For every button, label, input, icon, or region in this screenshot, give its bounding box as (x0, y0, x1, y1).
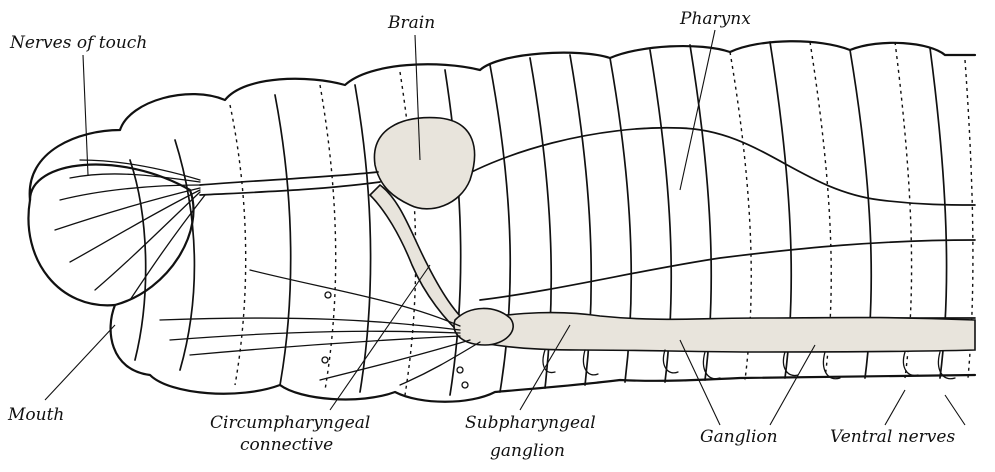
lower-nerve (190, 336, 460, 355)
segment-line-dashed (230, 105, 246, 385)
ventral-nerve-cord (470, 313, 975, 352)
nerves-of-touch (55, 160, 205, 300)
label-ventral-nerves: Ventral nerves (830, 427, 955, 447)
touch-nerve (55, 188, 200, 230)
body-lower-edge (28, 200, 975, 402)
label-circumpharyngeal-line2: connective (240, 435, 333, 455)
ventral-nerve (583, 350, 598, 375)
lower-nerve (320, 340, 470, 380)
subpharyngeal-ganglion (454, 308, 513, 345)
pharynx-outline (480, 240, 975, 300)
segment-line (175, 140, 194, 370)
label-circumpharyngeal-line1: Circumpharyngeal (210, 413, 370, 433)
nerve-ending (457, 367, 463, 373)
segment-line (355, 85, 371, 392)
brain-group (200, 118, 513, 345)
pharynx (440, 128, 975, 330)
leader-ventral-nerves-2 (945, 395, 965, 425)
label-brain: Brain (387, 13, 435, 33)
label-mouth: Mouth (7, 405, 64, 425)
label-subpharyngeal-line1: Subpharyngeal (465, 413, 596, 433)
leader-mouth (45, 325, 115, 400)
label-ganglion: Ganglion (700, 427, 778, 447)
label-nerves-of-touch: Nerves of touch (9, 33, 147, 53)
body-upper-edge (30, 41, 975, 200)
leader-ganglion-1 (680, 340, 720, 425)
touch-nerve (95, 192, 200, 290)
cerebral-nerve-trunk (200, 182, 380, 195)
leader-circumpharyngeal (330, 265, 430, 410)
leader-ganglion-2 (770, 345, 815, 425)
leader-ventral-nerves-1 (885, 390, 905, 425)
touch-nerve (60, 185, 200, 200)
touch-nerve (70, 190, 200, 262)
nerve-ending (325, 292, 331, 298)
labels: Nerves of touch Brain Pharynx Mouth Circ… (7, 9, 955, 461)
label-pharynx: Pharynx (679, 9, 751, 29)
lower-nerve (160, 318, 460, 330)
leader-pharynx (680, 30, 715, 190)
segment-line (130, 160, 146, 360)
label-subpharyngeal-line2: ganglion (490, 441, 565, 461)
nerve-ending (322, 357, 328, 363)
cerebral-nerve-trunk (200, 172, 378, 185)
nerve-ending (462, 382, 468, 388)
leader-nerves-of-touch (83, 55, 88, 175)
segment-line (275, 95, 291, 385)
